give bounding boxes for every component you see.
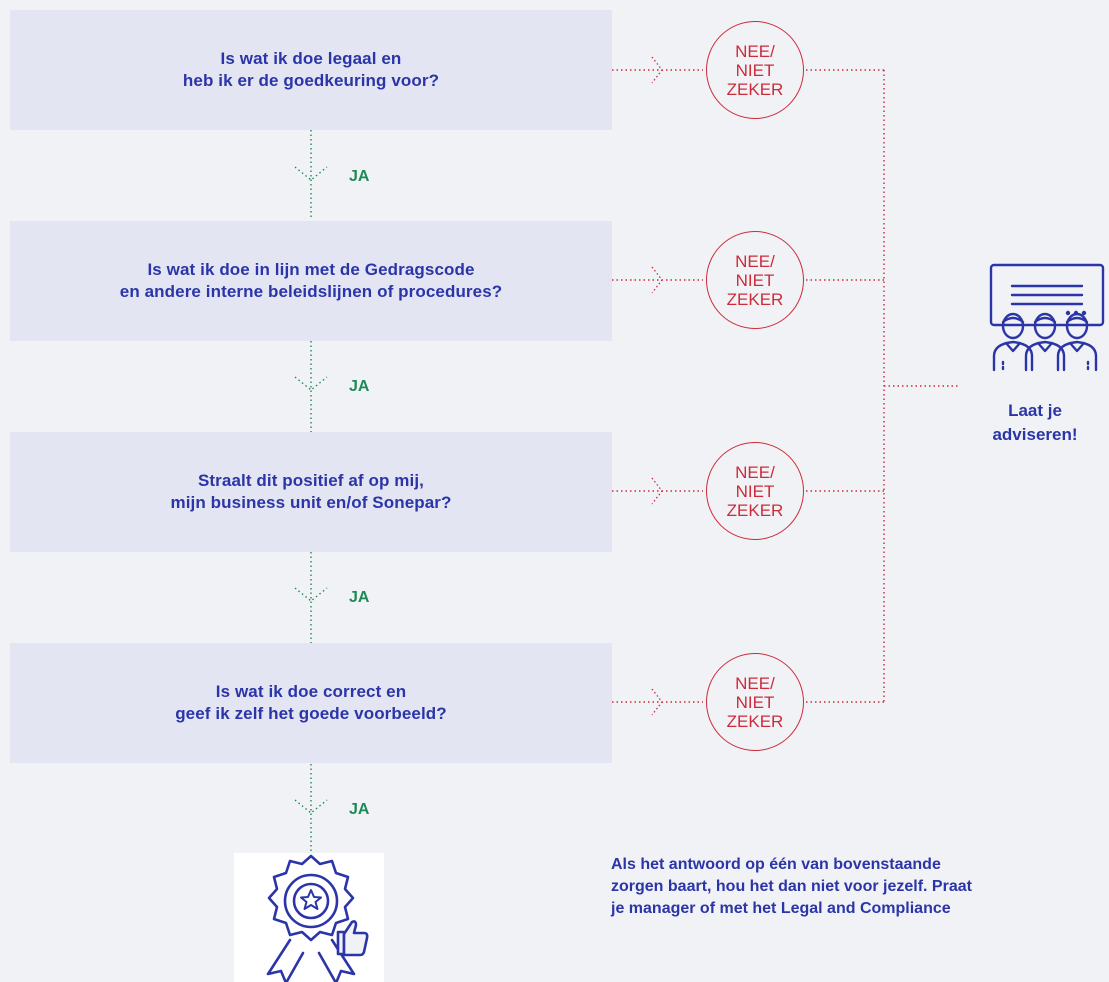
no-label-line-2: NIET [735,60,775,80]
question-3-line-1: Straalt dit positief af op mij, [197,471,424,490]
yes-label-1: JA [349,168,370,185]
question-box-2: Is wat ik doe in lijn met de Gedragscode… [10,221,612,341]
no-not-sure-circle-2: NEE/ NIET ZEKER [706,231,804,329]
question-1-line-2: heb ik er de goedkeuring voor? [182,71,440,90]
question-box-4: Is wat ik doe correct en geef ik zelf he… [10,643,612,763]
yes-label-4: JA [349,801,370,818]
no-label-line-3: ZEKER [726,289,784,309]
footer-note: Als het antwoord op één van bovenstaande… [611,854,1109,920]
no-label-line-1: NEE/ [735,673,775,693]
no-not-sure-circle-4: NEE/ NIET ZEKER [706,653,804,751]
red-arrowheads [651,56,663,716]
no-label-line-3: ZEKER [726,711,784,731]
no-label-line-1: NEE/ [735,462,775,482]
question-text-4: Is wat ik doe correct en geef ik zelf he… [175,681,447,725]
no-not-sure-circle-1: NEE/ NIET ZEKER [706,21,804,119]
no-label-line-3: ZEKER [726,79,784,99]
note-line-1: Als het antwoord op één van bovenstaande [611,856,941,873]
advise-line-2: adviseren! [992,425,1078,444]
advise-line-1: Laat je [1008,401,1062,420]
note-line-2: zorgen baart, hou het dan niet voor jeze… [611,878,972,895]
no-label-line-1: NEE/ [735,251,775,271]
red-connectors [612,69,958,703]
question-2-line-2: en andere interne beleidslijnen of proce… [119,282,503,301]
no-label-line-2: NIET [735,692,775,712]
question-4-line-2: geef ik zelf het goede voorbeeld? [175,704,447,723]
question-1-line-1: Is wat ik doe legaal en [220,49,402,68]
no-label-line-2: NIET [735,270,775,290]
question-box-1: Is wat ik doe legaal en heb ik er de goe… [10,10,612,130]
question-text-1: Is wat ik doe legaal en heb ik er de goe… [183,48,439,92]
question-text-2: Is wat ik doe in lijn met de Gedragscode… [120,259,502,303]
question-box-3: Straalt dit positief af op mij, mijn bus… [10,432,612,552]
question-4-line-1: Is wat ik doe correct en [215,682,407,701]
question-3-line-2: mijn business unit en/of Sonepar? [170,493,452,512]
no-label-line-2: NIET [735,481,775,501]
yes-label-2: JA [349,378,370,395]
no-not-sure-circle-3: NEE/ NIET ZEKER [706,442,804,540]
yes-label-3: JA [349,589,370,606]
note-line-3: je manager of met het Legal and Complian… [611,900,951,917]
question-text-3: Straalt dit positief af op mij, mijn bus… [171,470,452,514]
green-connectors [294,130,328,855]
no-label-line-3: ZEKER [726,500,784,520]
advise-label: Laat je adviseren! [970,399,1100,447]
no-label-line-1: NEE/ [735,41,775,61]
question-2-line-1: Is wat ik doe in lijn met de Gedragscode [147,260,475,279]
